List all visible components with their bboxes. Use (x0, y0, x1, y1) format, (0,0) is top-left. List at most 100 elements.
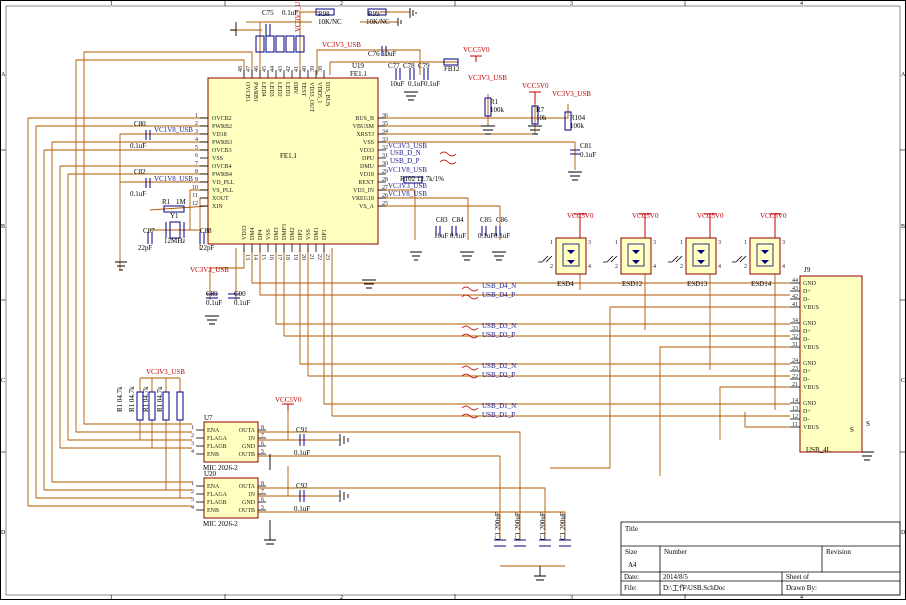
c77-val: 10uF (390, 80, 405, 88)
mic-left-pin-label: ENB (207, 452, 219, 458)
u19-right-pin-num: 35 (382, 121, 388, 127)
u19-chip (207, 77, 379, 245)
c79-ref: C79 (418, 62, 430, 70)
c86-ref: C86 (496, 216, 508, 224)
esd-pin-num: 2 (615, 264, 618, 270)
u19-right-pin-num: 25 (382, 201, 388, 207)
date-label: Date: (624, 573, 639, 581)
c78-ref: C78 (403, 62, 415, 70)
zone-col-top: 3 (570, 1, 573, 7)
u19-top-pin-label: LED2 (276, 82, 282, 97)
j9-pin-label: D- (803, 297, 809, 303)
size-label: Size (625, 548, 637, 556)
u19-left-pin-label: PWRB2 (212, 124, 232, 130)
u19-left-pin-label: VD18 (212, 132, 227, 138)
j9-pin-label: D- (803, 417, 809, 423)
zone-col-bottom: 1 (110, 595, 113, 600)
mic-right-pin-label: IN (249, 436, 256, 442)
esd-pin-num: 2 (680, 264, 683, 270)
esd-bridge (562, 243, 580, 267)
u19-left-pin-num: 6 (195, 153, 198, 159)
j9-pin-num: 12 (792, 414, 798, 420)
labels: VCC5V0 VCC5V0 VCC5V0 VCC5V0 VCC5V0 VCC5V… (116, 0, 870, 540)
esd-bridge (692, 243, 710, 267)
u19-top-pin-num: 39 (310, 66, 316, 72)
vcc5-label-mic: VCC5V0 (275, 396, 302, 404)
u19-bottom-pin-num: 20 (300, 254, 306, 260)
mic-left-pin-label: FLAGA (207, 492, 228, 498)
c78-val: 0.1uF (408, 80, 424, 88)
c81-ref: C81 (580, 142, 592, 150)
u19-right-pin-label: VREG18 (352, 196, 374, 202)
mic-left-pin-num: 1 (191, 425, 194, 431)
j9-pin-num: 32 (792, 334, 798, 340)
net-d1p: USB_D1_P (482, 411, 515, 419)
net-dn: USB_D_N (390, 149, 421, 157)
u19-bottom-pin-label: VSS (266, 229, 272, 240)
c92-val: 0.1uF (294, 505, 310, 513)
esd-bridge (756, 243, 774, 267)
j9-pin-label: D+ (803, 409, 811, 415)
vcc5-label-2: VCC5V0 (522, 82, 549, 90)
j9-pin-label: GND (803, 281, 817, 287)
mic-left-pin-label: ENA (207, 428, 220, 434)
u19-left-pin-num: 1 (195, 113, 198, 119)
mic-left-pin-num: 4 (191, 505, 194, 511)
u19-bottom-pin-num: 14 (252, 254, 258, 260)
esd-pin-num: 4 (782, 264, 785, 270)
zone-row-left: A (1, 72, 6, 78)
net-d4n: USB_D4_N (482, 282, 516, 290)
j9-pin-label: D- (803, 377, 809, 383)
u19-bottom-pin-num: 19 (292, 254, 298, 260)
esd-ref: ESD13 (687, 280, 708, 288)
u19-left-pin-label: PWRB3 (212, 140, 232, 146)
v33-label-top: VC3V3_USB (322, 41, 361, 49)
u19-left-pin-label: VSS (212, 156, 223, 162)
u19-left-pin-num: 8 (195, 169, 198, 175)
u19-left-pin-num: 4 (195, 137, 198, 143)
u19-bottom-pin-label: DP2 (298, 229, 304, 240)
u19-top-pin-num: 45 (262, 66, 268, 72)
c75-val: 0.1uF (282, 9, 298, 17)
r98-val: 10K/NC (318, 18, 342, 26)
u19-bottom-pin-label: DM2 (290, 227, 296, 240)
sheet-label: Sheet of (786, 573, 810, 581)
wires (27, 11, 790, 567)
j9-pin-label: VBUS (803, 345, 819, 351)
u19-left-pin-num: 3 (195, 129, 198, 135)
ebig-4: C1 200uF (559, 512, 567, 540)
u19-right-pin-label: VD33 (359, 148, 374, 154)
c91-val: 0.1uF (294, 449, 310, 457)
mic-left-pin-num: 2 (191, 489, 194, 495)
vcc5-label-esd13: VCC5V0 (697, 212, 724, 220)
y1-ref: Y1 (170, 212, 179, 220)
esd-pin-num: 3 (718, 240, 721, 246)
c83-ref: C83 (436, 216, 448, 224)
u19-right-pin-label: VD3_IN (353, 188, 375, 194)
rpull-2: R1 04.7k (128, 386, 136, 412)
mic-right-pin-num: 5 (261, 505, 264, 511)
c87-val: 22pF (138, 244, 153, 252)
esd-pin-num: 1 (680, 240, 683, 246)
esd-pin-num: 1 (615, 240, 618, 246)
c77-ref: C77 (388, 62, 400, 70)
j9-pin-num: 11 (792, 422, 798, 428)
esd-pin-num: 2 (744, 264, 747, 270)
esd-pin-num: 2 (550, 264, 553, 270)
u19-left-pin-label: PWRB4 (212, 172, 232, 178)
mic-right-pin-label: OUTB (239, 452, 255, 458)
c75-ref: C75 (262, 9, 274, 17)
v33-label-right-2: VC3V3_USB (388, 182, 427, 190)
diff-pair-markers (439, 151, 479, 419)
u19-left-pin-num: 10 (192, 185, 198, 191)
zone-col-bottom: 3 (570, 595, 573, 600)
c80-val: 0.1uF (130, 142, 146, 150)
u19-right-pin-label: DMU (360, 164, 375, 170)
y1-val: 12MHz (164, 237, 185, 245)
r104-ref: R104 (570, 114, 586, 122)
mic-left-pin-num: 1 (191, 481, 194, 487)
esd-diode-icon (632, 250, 640, 264)
u19-left-pin-label: OVCB4 (212, 164, 232, 170)
u7-name: MIC 2026-2 (203, 464, 238, 472)
c76-ref: C76 (368, 50, 380, 58)
